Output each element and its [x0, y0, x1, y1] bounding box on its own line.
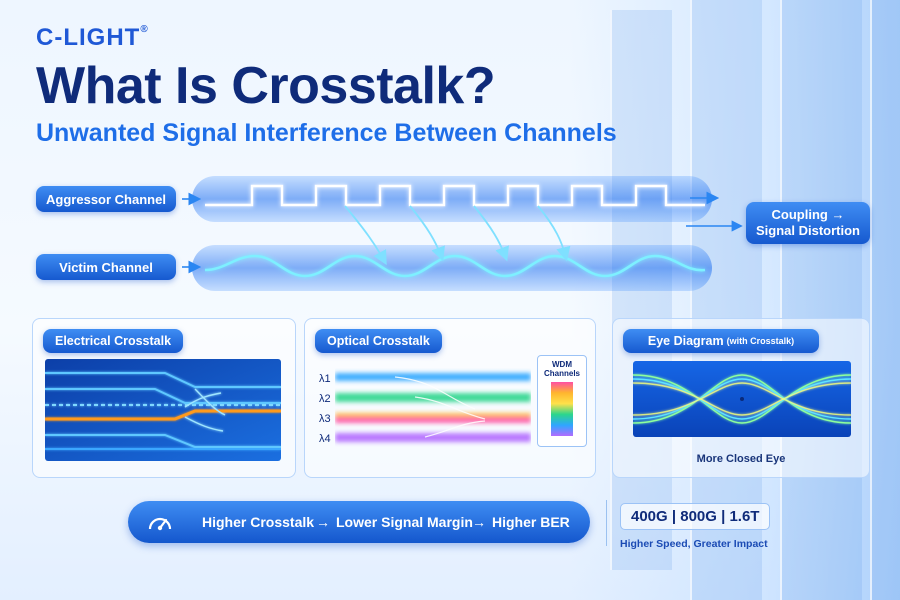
divider [606, 500, 607, 546]
coupling-arrow [409, 205, 445, 262]
wavelength-label: λ4 [319, 433, 331, 445]
coupling-line-1: Coupling → [771, 206, 845, 222]
summary-step-2: Lower Signal Margin [336, 514, 473, 530]
coupling-arrow [473, 205, 509, 262]
coupling-line-2: Signal Distortion [756, 223, 860, 238]
server-rack [870, 0, 900, 600]
page-title: What Is Crosstalk? [36, 57, 496, 115]
aggressor-channel-band [192, 176, 712, 222]
victim-sine-wave [204, 254, 706, 278]
wavelength-beams [335, 373, 531, 442]
electrical-crosstalk-label: Electrical Crosstalk [43, 329, 184, 353]
wdm-label-line1: WDM [552, 360, 572, 369]
registered-mark: ® [140, 24, 149, 35]
optical-crosstalk-panel: Optical Crosstalk λ1 λ2 λ3 λ4 WDM Channe… [304, 318, 596, 478]
speed-tiers-tag: 400G | 800G | 1.6T [620, 503, 771, 530]
wavelength-label: λ1 [319, 373, 331, 385]
victim-channel-label: Victim Channel [36, 254, 176, 280]
coupling-arrow [344, 205, 387, 266]
brand-name: C-LIGHT [36, 24, 141, 51]
server-rack [690, 0, 762, 600]
wdm-label: WDM Channels [538, 360, 586, 378]
page-subtitle: Unwanted Signal Interference Between Cha… [36, 119, 617, 147]
background-server-racks [570, 0, 900, 600]
wdm-spectrum-bar [551, 382, 573, 436]
electrical-crosstalk-text: Electrical Crosstalk [55, 334, 172, 348]
speed-tiers-caption: Higher Speed, Greater Impact [620, 538, 768, 550]
brand-logo: C-LIGHT® [36, 24, 149, 52]
eye-diagram-panel: Eye Diagram(with Crosstalk) More Closed … [612, 318, 870, 478]
eye-diagram-label: Eye Diagram(with Crosstalk) [623, 329, 819, 353]
wavelength-label: λ3 [319, 413, 331, 425]
speed-tiers: 400G | 800G | 1.6T Higher Speed, Greater… [620, 503, 790, 550]
summary-arrow: → [472, 514, 486, 530]
summary-step-1: Higher Crosstalk [202, 514, 315, 530]
eye-diagram-note: (with Crosstalk) [726, 336, 795, 346]
summary-step-3: Higher BER [492, 514, 570, 530]
summary-bar: Higher Crosstalk → Lower Signal Margin →… [128, 501, 590, 543]
coupling-arrow [537, 205, 571, 262]
eye-diagram-text: Eye Diagram [647, 334, 724, 348]
speedometer-icon [148, 517, 172, 531]
aggressor-square-wave [205, 184, 705, 207]
pcb-traces-illustration [45, 359, 281, 461]
eye-diagram-caption: More Closed Eye [696, 453, 786, 465]
coupling-callout: Coupling → Signal Distortion [746, 202, 870, 244]
electrical-crosstalk-panel: Electrical Crosstalk [32, 318, 296, 478]
wavelength-label: λ2 [319, 393, 331, 405]
aggressor-channel-text: Aggressor Channel [46, 191, 166, 207]
wdm-channels-box: WDM Channels [537, 355, 587, 447]
server-rack [780, 0, 862, 600]
optical-crosstalk-text: Optical Crosstalk [327, 334, 430, 348]
optical-crosstalk-label: Optical Crosstalk [315, 329, 442, 353]
aggressor-channel-label: Aggressor Channel [36, 186, 176, 212]
eye-diagram-illustration [633, 361, 851, 437]
wdm-label-line2: Channels [543, 369, 580, 378]
victim-channel-text: Victim Channel [59, 259, 153, 275]
summary-arrow: → [316, 514, 330, 530]
wavelength-labels: λ1 λ2 λ3 λ4 [319, 369, 331, 449]
